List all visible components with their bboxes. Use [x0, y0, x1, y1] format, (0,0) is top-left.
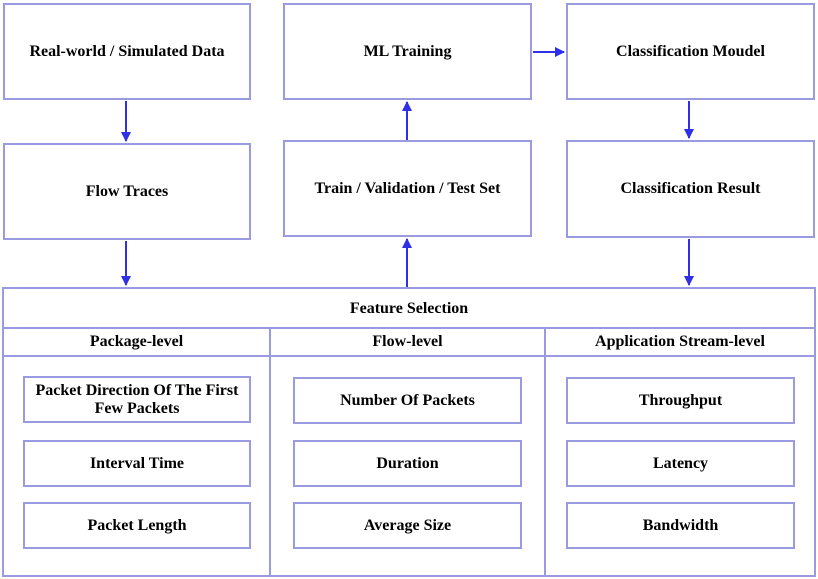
column-divider-1 [269, 327, 271, 577]
ml-training-box: ML Training [283, 3, 532, 100]
dataset-split-box: Train / Validation / Test Set [283, 140, 532, 237]
feature-selection-title: Feature Selection [349, 300, 469, 317]
classification-model-label: Classification Moudel [616, 42, 765, 60]
package-level-header: Package-level [89, 333, 184, 350]
feature-number-of-packets: Number Of Packets [293, 377, 522, 424]
header-divider [2, 355, 816, 357]
feature-packet-length: Packet Length [23, 502, 251, 549]
flow-level-header: Flow-level [372, 333, 443, 350]
data-source-box: Real-world / Simulated Data [3, 3, 251, 100]
data-source-label: Real-world / Simulated Data [29, 42, 225, 60]
feature-interval-time: Interval Time [23, 440, 251, 487]
feature-packet-direction: Packet Direction Of The First Few Packet… [23, 376, 251, 423]
flow-traces-label: Flow Traces [85, 182, 169, 200]
classification-result-box: Classification Result [566, 140, 815, 238]
title-divider [2, 327, 816, 329]
dataset-split-label: Train / Validation / Test Set [314, 179, 501, 197]
flow-traces-box: Flow Traces [3, 143, 251, 240]
ml-training-label: ML Training [363, 42, 452, 60]
application-stream-level-header: Application Stream-level [595, 333, 765, 350]
classification-model-box: Classification Moudel [566, 3, 815, 100]
feature-bandwidth: Bandwidth [566, 502, 795, 549]
feature-latency: Latency [566, 440, 795, 487]
feature-throughput: Throughput [566, 377, 795, 424]
column-divider-2 [544, 327, 546, 577]
feature-average-size: Average Size [293, 502, 522, 549]
feature-duration: Duration [293, 440, 522, 487]
classification-result-label: Classification Result [620, 180, 761, 197]
